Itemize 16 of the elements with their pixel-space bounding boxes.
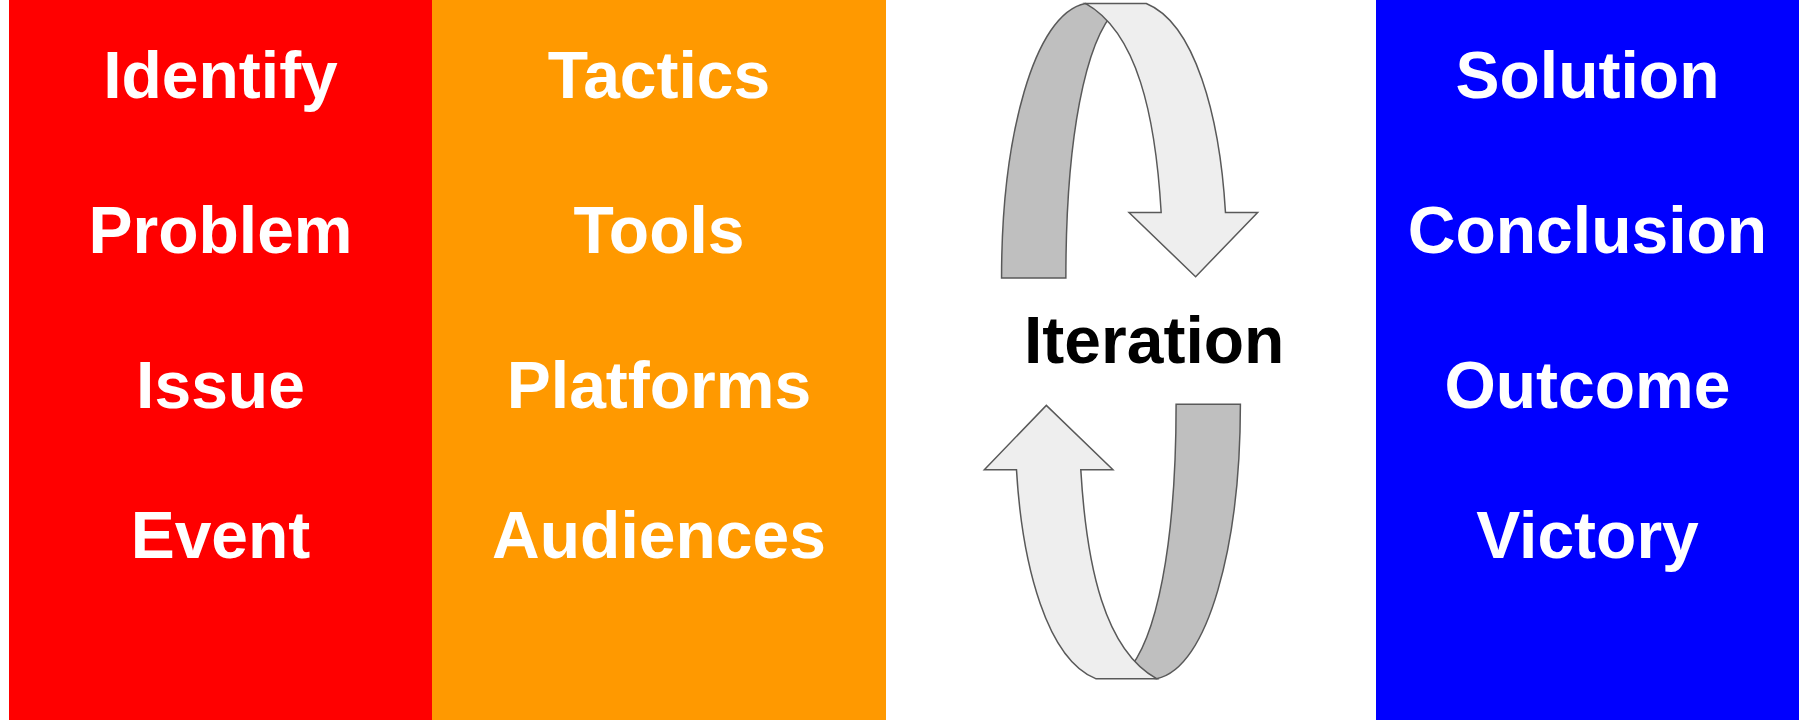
column-word: Tactics <box>547 37 771 114</box>
column-word: Identify <box>103 37 338 114</box>
column-word: Solution <box>1455 37 1720 114</box>
column-word: Event <box>130 497 311 574</box>
column-word: Platforms <box>506 347 812 424</box>
column-word: Conclusion <box>1407 192 1768 269</box>
category-column <box>9 0 432 720</box>
column-word: Issue <box>136 347 305 424</box>
column-word: Tools <box>573 192 745 269</box>
column-word: Problem <box>88 192 353 269</box>
column-word: Outcome <box>1444 347 1731 424</box>
column-word: Audiences <box>492 497 826 574</box>
column-word: Victory <box>1476 497 1699 574</box>
category-column <box>432 0 886 720</box>
category-column <box>1376 0 1799 720</box>
center-label: Iteration <box>1024 302 1285 379</box>
